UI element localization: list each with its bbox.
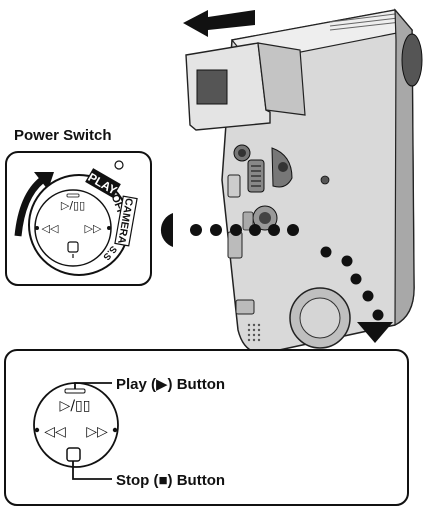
play-button-indicator	[65, 389, 85, 393]
stop-button-icon	[67, 448, 80, 461]
play-pause-glyph: ▷/▯▯	[61, 199, 85, 212]
rewind-glyph-large: ◁◁	[44, 424, 66, 440]
fast-forward-glyph-large: ▷▷	[86, 424, 108, 440]
fast-forward-glyph: ▷▷	[85, 222, 102, 235]
power-switch-label: Power Switch	[14, 127, 112, 144]
button-detail-panel: ▷/▯▯ ◁◁ ▷▷ Play (▶) Button Stop (■) Butt…	[5, 350, 408, 505]
square-stop-icon	[68, 242, 78, 252]
stop-button-label: Stop (■) Button	[116, 472, 225, 489]
play-button-label: Play (▶) Button	[116, 376, 225, 393]
camcorder-illustration	[183, 10, 422, 353]
power-switch-panel: PLAY OFF CAMERA S.S ▷/▯▯ ◁◁ ▷▷	[6, 152, 151, 285]
play-pause-glyph-large: ▷/▯▯	[60, 398, 91, 414]
left-arrow-icon	[183, 10, 255, 37]
lamp-icon	[115, 161, 123, 169]
rewind-glyph: ◁◁	[42, 222, 59, 235]
